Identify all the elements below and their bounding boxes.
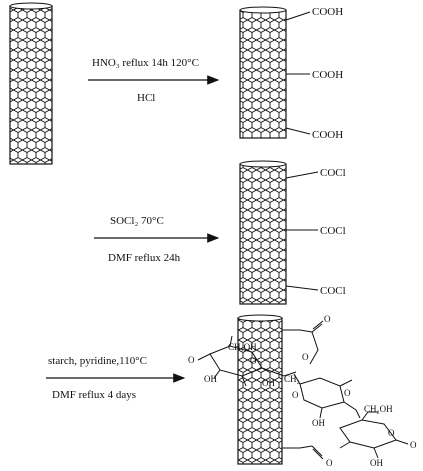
label-oh-1: OH [204,374,217,384]
step-3-conditions-top: starch, pyridine,110°C [48,355,147,367]
label-o-5: O [292,390,299,400]
cocl-group-1: COCl [320,167,346,179]
label-o-7: O [388,428,395,438]
step-2: SOCl₂ 70°C DMF reflux 24h COCl COCl COCl [94,160,346,305]
label-oh-2: OH [262,378,275,388]
nanotube-carboxylated [239,6,287,139]
label-o-8: O [410,440,417,450]
nanotube-carboxylated-2 [239,160,287,305]
label-oh-3: OH [312,418,325,428]
step-2-conditions-top: SOCl₂ 70°C [110,215,164,227]
step-1: HNO₃ reflux 14h 120°C HCl COOH COOH COOH [9,2,343,165]
step-1-conditions-top: HNO₃ reflux 14h 120°C [92,57,199,69]
label-o-2: O [302,352,309,362]
label-ch2: CH₂ [284,374,300,384]
cooh-group-2: COOH [312,69,343,81]
label-oh-4: OH [370,458,383,468]
nanotube-pristine [9,2,53,165]
cooh-group-1: COOH [312,6,343,18]
label-o-1: O [324,314,331,324]
step-3: starch, pyridine,110°C DMF reflux 4 days [46,314,417,468]
cocl-group-2: COCl [320,225,346,237]
label-ch2oh-2: CH₂OH [364,404,393,414]
label-o-4: O [250,356,257,366]
cooh-group-3: COOH [312,129,343,141]
label-o-3: O [188,355,195,365]
step-1-conditions-bottom: HCl [137,92,155,104]
label-o-6: O [344,388,351,398]
cocl-group-3: COCl [320,285,346,297]
step-2-conditions-bottom: DMF reflux 24h [108,252,181,264]
nanotube-starch-grafted [237,314,283,465]
label-o-9: O [326,458,333,468]
step-3-conditions-bottom: DMF reflux 4 days [52,389,136,401]
label-ch2oh-1: CH₂OH [228,342,257,352]
